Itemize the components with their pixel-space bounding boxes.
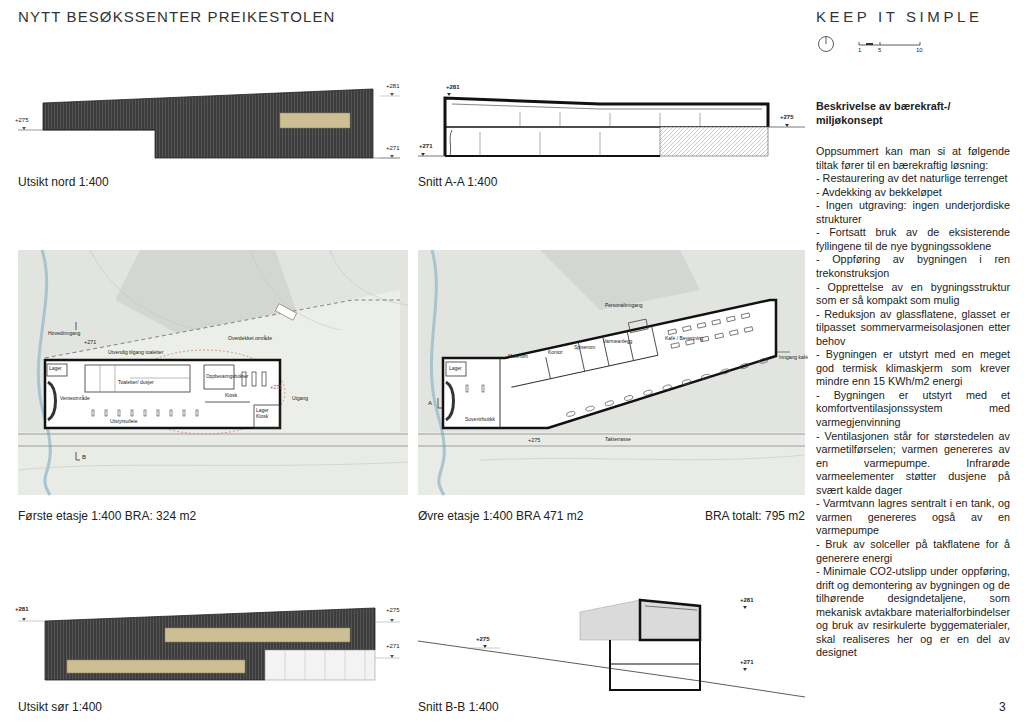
- level-mark: +281: [446, 84, 460, 91]
- room-label: Oppbevaringsbokser: [206, 374, 248, 379]
- level-mark: +271: [386, 643, 400, 650]
- level-mark: +275: [386, 607, 400, 614]
- north-elevation: [18, 89, 400, 158]
- level-mark: +275: [528, 437, 540, 443]
- slogan: KEEP IT SIMPLE: [816, 8, 983, 25]
- body-text: - Bruk av solceller på takflatene for å …: [816, 538, 1010, 565]
- room-label: Kontor: [548, 350, 563, 356]
- room-label: Møterom: [508, 354, 528, 360]
- south-elevation: [18, 608, 400, 680]
- room-label: Utstyrsutleie: [110, 419, 138, 425]
- room-label: Suvenirbutikk: [465, 417, 495, 423]
- room-label: Varmeanlegg: [603, 339, 632, 345]
- room-label: Overdekket område: [228, 336, 272, 342]
- north-arrow: [819, 37, 834, 52]
- body-text: - Ventilasjonen står for størstedelen av…: [816, 430, 1010, 498]
- body-text: - Oppføring av bygningen i ren trekonstr…: [816, 253, 1010, 280]
- scale-number: 10: [916, 47, 923, 54]
- ground-floor-plan: [18, 250, 408, 495]
- scale-bar: [859, 42, 920, 45]
- room-label: Venteområde: [60, 396, 90, 402]
- scale-number: 5: [878, 47, 881, 54]
- room-label: Lager Kiosk: [256, 408, 278, 420]
- body-text: - Restaurering av det naturlige terrenge…: [816, 172, 1010, 186]
- room-label: Kiosk: [225, 393, 237, 399]
- text-column: Beskrivelse av bærekraft-/ miljøkonseptO…: [816, 100, 1010, 660]
- level-mark: +271: [386, 145, 400, 152]
- body-text: - Varmtvann lagres sentralt i en tank, o…: [816, 497, 1010, 538]
- board-title: NYTT BESØKSSENTER PREIKESTOLEN: [18, 8, 336, 25]
- room-label: Inngang kafé: [779, 355, 808, 361]
- body-text: - Ingen utgraving: ingen underjordiske s…: [816, 199, 1010, 226]
- room-label: Kafé / Bevertning: [665, 336, 703, 342]
- level-mark: +271: [740, 659, 754, 666]
- room-label: Utgang: [292, 396, 308, 402]
- view-caption: Øvre etasje 1:400 BRA 471 m2: [418, 510, 583, 524]
- view-caption: Utsikt sør 1:400: [18, 701, 102, 715]
- room-label: Lager: [449, 366, 462, 372]
- room-label: Takterrasse: [605, 437, 631, 443]
- upper-floor-plan: [418, 250, 805, 495]
- body-text: - Bygningen er utstyrt med en meget god …: [816, 348, 1010, 389]
- level-mark: +275: [15, 117, 29, 124]
- scale-number: 1: [858, 47, 861, 54]
- view-caption: Snitt A-A 1:400: [418, 176, 497, 190]
- section-marker: A: [428, 400, 432, 407]
- room-label: Lager: [49, 366, 62, 372]
- level-mark: +275: [780, 114, 794, 121]
- view-caption: Utsikt nord 1:400: [18, 176, 109, 190]
- view-caption: Første etasje 1:400 BRA: 324 m2: [18, 510, 196, 524]
- body-text: - Reduksjon av glassflatene, glasset er …: [816, 308, 1010, 349]
- room-label: Utvendig tilgang toaletter: [108, 350, 163, 356]
- body-text: - Avdekking av bekkeløpet: [816, 186, 1010, 200]
- room-label: Toaletter/ dusjer: [118, 380, 154, 386]
- view-caption: Snitt B-B 1:400: [418, 701, 499, 715]
- body-text: Oppsummert kan man si at følgende tiltak…: [816, 145, 1010, 172]
- level-mark: +271: [270, 384, 282, 390]
- page-number: 3: [999, 701, 1006, 715]
- section-bb: [418, 600, 805, 697]
- section-aa: [418, 93, 805, 156]
- level-mark: +281: [740, 597, 754, 604]
- body-text: - Bygningen er utstyrt med et komfortven…: [816, 389, 1010, 430]
- room-label: Hovedinngang: [48, 331, 80, 337]
- section-heading: Beskrivelse av bærekraft-/ miljøkonsept: [816, 100, 1010, 127]
- level-mark: +275: [476, 636, 490, 643]
- room-label: Spiserom: [574, 345, 595, 351]
- body-text: - Fortsatt bruk av de eksisterende fylli…: [816, 226, 1010, 253]
- level-mark: +281: [15, 606, 29, 613]
- room-label: Personalinngang: [605, 303, 643, 309]
- body-text: - Opprettelse av en bygningsstruktur som…: [816, 281, 1010, 308]
- level-mark: +281: [386, 83, 400, 90]
- section-marker: B: [82, 454, 86, 461]
- body-text: - Minimale CO2-utslipp under oppføring, …: [816, 565, 1010, 660]
- view-caption: BRA totalt: 795 m2: [705, 510, 805, 524]
- level-mark: +271: [84, 339, 96, 345]
- level-mark: +271: [419, 143, 433, 150]
